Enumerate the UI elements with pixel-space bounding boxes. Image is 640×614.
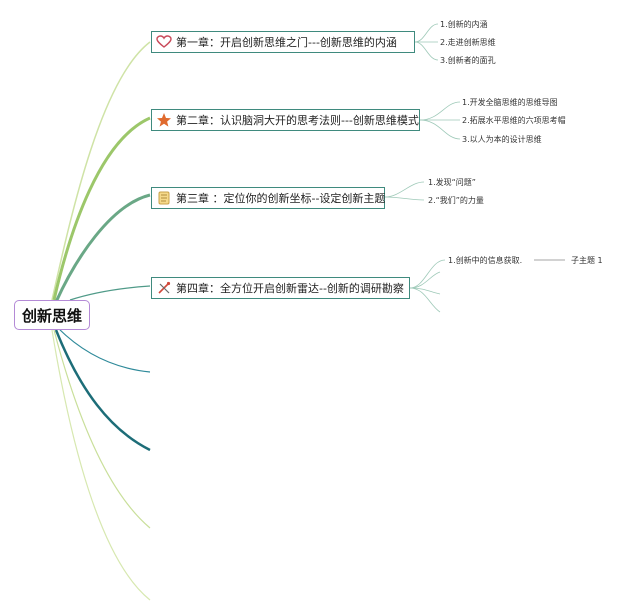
chapter-2-item-2[interactable]: 2.拓展水平思维的六项思考帽 [462,116,566,125]
branch-empty-4 [51,329,151,601]
chapter-1-topic[interactable]: 第一章：开启创新思维之门---创新思维的内涵 [151,31,415,53]
scroll-icon [156,190,172,206]
star-icon [156,112,172,128]
chapter-2-item-1[interactable]: 1.开发全脑思维的思维导图 [462,98,558,107]
chapter-2-topic[interactable]: 第二章：认识脑洞大开的思考法则---创新思维模式 [151,109,420,131]
chapter-2-item-3[interactable]: 3.以人为本的设计思维 [462,135,542,144]
chapter-3-label: 第三章 ：定位你的创新坐标--设定创新主题 [176,192,386,205]
chapter-4-topic[interactable]: 第四章：全方位开启创新雷达--创新的调研勘察 [151,277,410,299]
branch-chapter-2 [52,116,151,301]
chapter-3-topic[interactable]: 第三章 ：定位你的创新坐标--设定创新主题 [151,187,385,209]
chapter-4-label: 第四章：全方位开启创新雷达--创新的调研勘察 [176,282,404,295]
tools-icon [156,280,172,296]
branch-chapter-4 [69,285,151,301]
chapter-4-subtopic[interactable]: 子主题 1 [571,256,603,265]
branch-chapter-3 [54,193,151,303]
heart-icon [156,34,172,50]
branch-chapter-1 [51,41,151,301]
root-topic[interactable]: 创新思维 [14,300,90,330]
branch-empty-1 [57,327,151,373]
chapter-4-item-1[interactable]: 1.创新中的信息获取. [448,256,523,265]
chapter-3-item-1[interactable]: 1.发现“问题” [428,178,476,187]
branch-empty-2 [54,329,151,452]
chapter-1-label: 第一章：开启创新思维之门---创新思维的内涵 [176,36,397,49]
chapter-1-item-2[interactable]: 2.走进创新思维 [440,38,496,47]
chapter-1-item-3[interactable]: 3.创新者的面孔 [440,56,496,65]
chapter-2-label: 第二章：认识脑洞大开的思考法则---创新思维模式 [176,114,419,127]
chapter-1-item-1[interactable]: 1.创新的内涵 [440,20,488,29]
chapter-3-item-2[interactable]: 2.“我们”的力量 [428,196,484,205]
branch-empty-3 [53,329,151,529]
